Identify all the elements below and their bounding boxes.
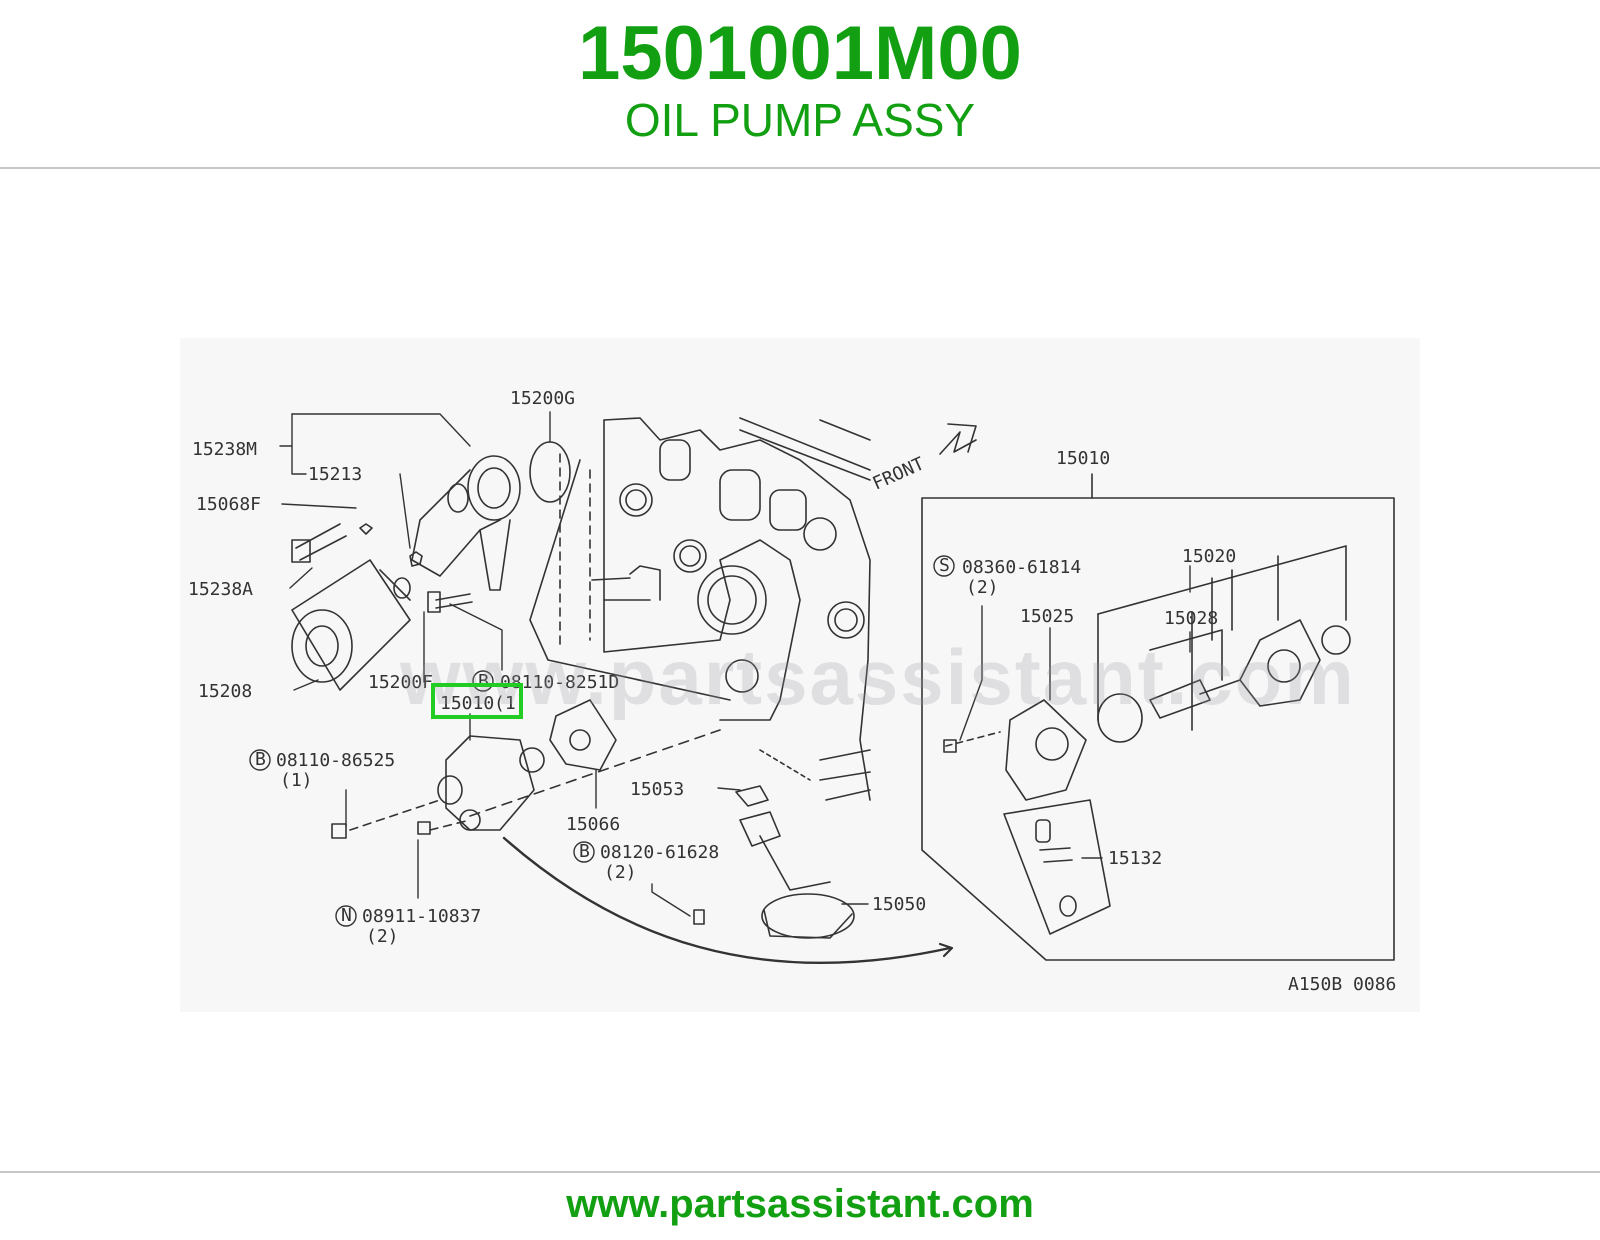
callout-15010-qty: (1) (494, 693, 527, 714)
badge-circles (249, 555, 955, 927)
header-divider (0, 167, 1600, 169)
part-number-title: 1501001M00 (578, 11, 1022, 96)
highlighted-part-15010-box[interactable] (431, 683, 523, 719)
callout-15025: 15025 (1020, 606, 1074, 627)
callout-15238M: 15238M (192, 439, 257, 460)
oil-strainer-drawing (693, 749, 855, 939)
footer-site-link[interactable]: www.partsassistant.com (566, 1182, 1034, 1226)
exploded-detail-box (921, 473, 1395, 961)
drawing-code: A150B 0086 (1288, 974, 1396, 995)
callout-15238A: 15238A (188, 579, 253, 600)
callout-15010-main: 15010 (1056, 448, 1110, 469)
callout-08120-61628-qty: (2) (604, 862, 637, 883)
badge-N-letter: N (341, 905, 352, 926)
callout-15066: 15066 (566, 814, 620, 835)
badge-B-letter: B (478, 671, 489, 692)
badge-S-letter: S (939, 555, 950, 576)
front-direction-label: FRONT (869, 453, 927, 494)
callout-15028: 15028 (1164, 608, 1218, 629)
callout-15010-highlighted: 15010 (440, 693, 494, 714)
callout-15050: 15050 (872, 894, 926, 915)
callout-08360-61814-qty: (2) (966, 577, 999, 598)
parts-diagram-panel (180, 338, 1420, 1012)
callout-15053: 15053 (630, 779, 684, 800)
callout-15132: 15132 (1108, 848, 1162, 869)
callout-15208: 15208 (198, 681, 252, 702)
callout-08360-61814: 08360-61814 (962, 557, 1081, 578)
callout-08110-86525: 08110-86525 (276, 750, 395, 771)
callout-15068F: 15068F (196, 494, 261, 515)
callout-08110-8251D: 08110-8251D (500, 672, 619, 693)
front-arrow-icon (939, 423, 977, 455)
engine-block-drawing (529, 417, 871, 801)
callout-15213: 15213 (308, 464, 362, 485)
page-header: 1501001M00 OIL PUMP ASSY (0, 0, 1600, 168)
badge-B-letter: B (579, 841, 590, 862)
callout-labels: 15200G 15238M 15213 15068F 15238A 15208 … (188, 388, 1396, 995)
part-name-subtitle: OIL PUMP ASSY (624, 94, 976, 146)
oil-pump-drawing (331, 699, 721, 839)
callout-15200G: 15200G (510, 388, 575, 409)
badge-B-letter: B (255, 749, 266, 770)
footer-divider (0, 1171, 1600, 1173)
callout-08120-61628: 08120-61628 (600, 842, 719, 863)
callout-15020: 15020 (1182, 546, 1236, 567)
callout-08911-10837-qty: (2) (366, 926, 399, 947)
callout-15200F: 15200F (368, 672, 433, 693)
leader-lines (279, 411, 1191, 917)
callout-08110-86525-qty: (1) (280, 770, 313, 791)
exploded-view-arrow (502, 836, 952, 964)
callout-08911-10837: 08911-10837 (362, 906, 481, 927)
